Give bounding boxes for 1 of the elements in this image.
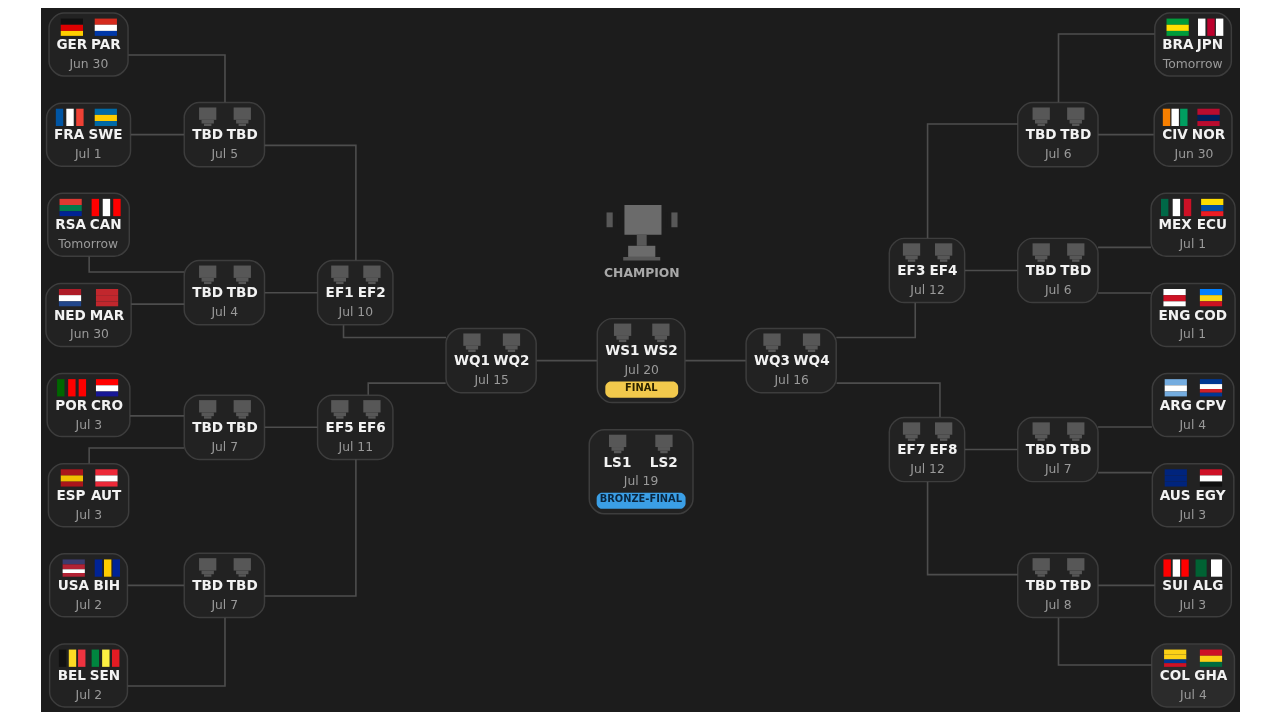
label: CHAMPION: [603, 265, 680, 280]
